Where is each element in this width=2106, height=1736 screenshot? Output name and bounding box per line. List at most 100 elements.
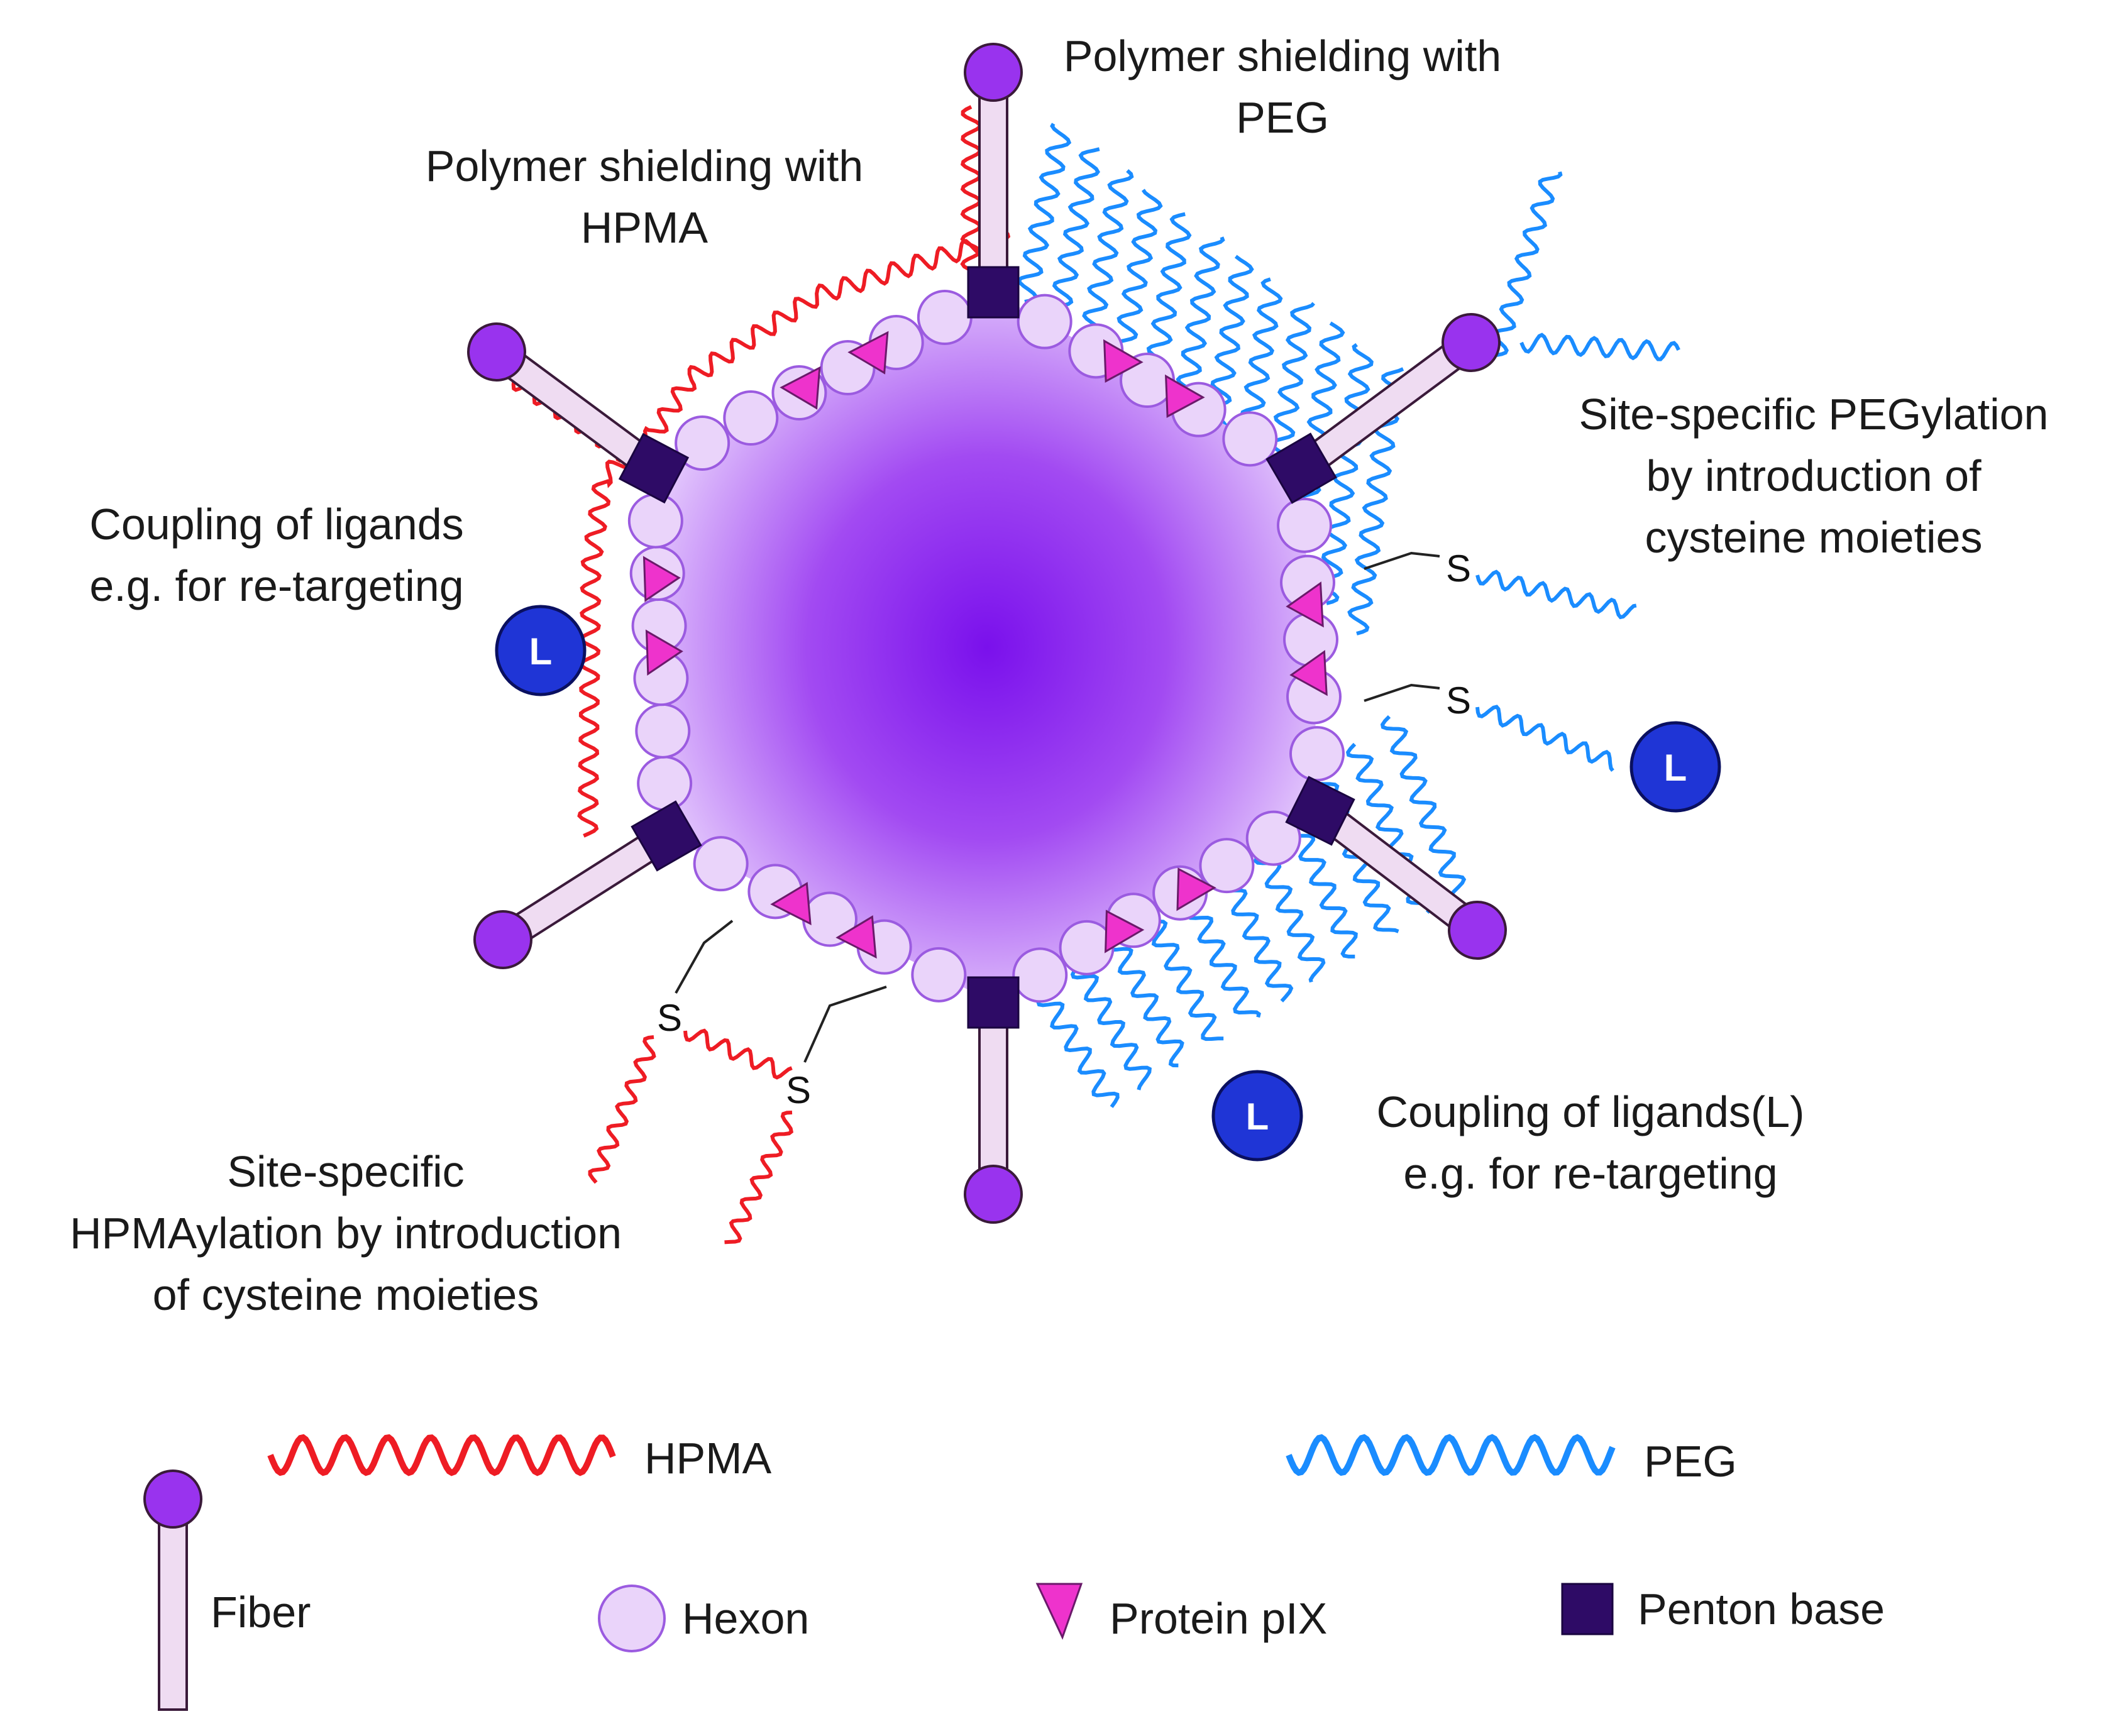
cysteine-linker bbox=[675, 920, 734, 994]
legend-pix bbox=[1035, 1583, 1083, 1640]
pix-layer bbox=[642, 331, 1328, 959]
legend-label-hpma: HPMA bbox=[644, 1434, 772, 1483]
hexon bbox=[723, 390, 779, 446]
hexon bbox=[637, 755, 693, 811]
peg-shield-chain bbox=[1139, 909, 1224, 1041]
legend-label-penton: Penton base bbox=[1638, 1585, 1885, 1634]
hpma-chain bbox=[588, 1035, 656, 1184]
fiber-head bbox=[964, 1165, 1023, 1224]
peg-shield-chain bbox=[1070, 964, 1152, 1090]
penton-base bbox=[967, 976, 1020, 1029]
hexon bbox=[1283, 612, 1338, 667]
hexon bbox=[1277, 497, 1332, 553]
hexon bbox=[1199, 838, 1255, 894]
hexon bbox=[917, 290, 973, 345]
sulfur-label: S bbox=[786, 1069, 811, 1111]
sulfur-label: S bbox=[1446, 547, 1471, 590]
peg-shield-chain bbox=[1105, 937, 1184, 1068]
protein-pix bbox=[780, 366, 821, 410]
penton-base bbox=[618, 432, 690, 504]
hexon bbox=[635, 703, 691, 759]
hpma-shield-chain bbox=[577, 215, 1011, 838]
hpma-chain bbox=[683, 1028, 793, 1080]
peg-chain bbox=[1475, 705, 1614, 772]
hpma-chain bbox=[724, 1111, 794, 1244]
fiber-head bbox=[964, 43, 1023, 102]
capsid-core bbox=[654, 292, 1320, 1003]
protein-pix bbox=[1289, 650, 1328, 696]
legend-peg-swatch bbox=[1286, 1434, 1616, 1476]
fiber-head bbox=[473, 910, 533, 970]
legend-label-peg: PEG bbox=[1644, 1437, 1737, 1486]
annotation-line: Site-specific PEGylation bbox=[1579, 390, 2049, 439]
annotation-line: e.g. for re-targeting bbox=[1403, 1149, 1778, 1198]
penton-base bbox=[967, 266, 1020, 319]
legend-penton bbox=[1561, 1583, 1614, 1635]
annotation-line: e.g. for re-targeting bbox=[89, 561, 464, 610]
annotation-site-specific-pegylation: Site-specific PEGylation by introduction… bbox=[1534, 383, 2093, 568]
hexon bbox=[1289, 726, 1345, 782]
protein-pix bbox=[847, 331, 889, 375]
fiber bbox=[1291, 313, 1501, 481]
penton-base bbox=[1265, 432, 1337, 504]
protein-pix bbox=[1176, 867, 1216, 911]
annotation-line: of cysteine moieties bbox=[152, 1270, 539, 1319]
annotation-line: Site-specific bbox=[227, 1147, 465, 1196]
ligand-circle bbox=[1629, 721, 1721, 813]
cysteine-linker bbox=[803, 986, 887, 1063]
annotation-line: HPMAylation by introduction bbox=[69, 1209, 622, 1258]
fiber bbox=[964, 1001, 1023, 1224]
legend-label-hexon: Hexon bbox=[682, 1594, 810, 1643]
hexon bbox=[1222, 411, 1278, 467]
ligand-letter: L bbox=[529, 630, 553, 673]
fiber bbox=[964, 43, 1023, 294]
annotation-line: Coupling of ligands(L) bbox=[1376, 1087, 1805, 1136]
peg-chain bbox=[1475, 569, 1637, 620]
annotation-line: Polymer shielding with bbox=[425, 141, 864, 190]
cysteine-linker bbox=[1364, 551, 1440, 570]
peg-shield-chain bbox=[1380, 715, 1467, 897]
fiber-shaft bbox=[978, 71, 1008, 294]
annotation-line: cysteine moieties bbox=[1645, 513, 1983, 562]
legend-label-pix: Protein pIX bbox=[1110, 1594, 1328, 1643]
sulfur-label: S bbox=[657, 997, 682, 1039]
legend-fiber-shaft bbox=[158, 1507, 188, 1711]
annotation-hpma-shielding: Polymer shielding with HPMA bbox=[383, 135, 905, 258]
annotation-coupling-ligands-left: Coupling of ligands e.g. for re-targetin… bbox=[38, 493, 515, 617]
sulfur-label: S bbox=[1446, 679, 1471, 722]
capsid-core-layer bbox=[654, 292, 1320, 1003]
peg-shield-chain bbox=[1047, 147, 1101, 334]
protein-pix bbox=[645, 629, 683, 676]
hexon bbox=[1017, 294, 1072, 349]
annotation-coupling-ligands-right: Coupling of ligands(L) e.g. for re-targe… bbox=[1326, 1081, 1855, 1204]
hexon bbox=[1012, 947, 1068, 1003]
fiber bbox=[466, 322, 664, 481]
peg-shield-chain bbox=[1036, 992, 1120, 1108]
penton-layer bbox=[618, 266, 1355, 1029]
penton-base bbox=[631, 800, 702, 872]
legend-fiber-head bbox=[143, 1470, 202, 1529]
annotation-peg-shielding: Polymer shielding with PEG bbox=[1062, 25, 1502, 148]
protein-pix bbox=[1164, 374, 1205, 418]
peg-chain bbox=[1491, 171, 1563, 357]
legend-symbols-layer bbox=[143, 1434, 1616, 1711]
cysteine-linker bbox=[1364, 683, 1440, 702]
hexon bbox=[693, 836, 749, 892]
annotation-line: Polymer shielding with bbox=[1063, 31, 1502, 80]
annotation-line: HPMA bbox=[580, 203, 708, 252]
fiber-head bbox=[1448, 901, 1508, 960]
protein-pix bbox=[642, 556, 681, 602]
legend-hexon bbox=[598, 1585, 666, 1652]
hpma-shield-chain bbox=[960, 105, 983, 278]
legend-label-fiber: Fiber bbox=[211, 1588, 311, 1637]
peg-shield-chain bbox=[1017, 123, 1072, 304]
hexon bbox=[627, 493, 683, 549]
peg-chain bbox=[1519, 332, 1680, 361]
hexon bbox=[1245, 810, 1301, 866]
fiber-head bbox=[466, 322, 526, 382]
protein-pix bbox=[770, 882, 812, 926]
ligand-letter: L bbox=[1664, 747, 1687, 789]
ligand-circle bbox=[1211, 1070, 1303, 1162]
